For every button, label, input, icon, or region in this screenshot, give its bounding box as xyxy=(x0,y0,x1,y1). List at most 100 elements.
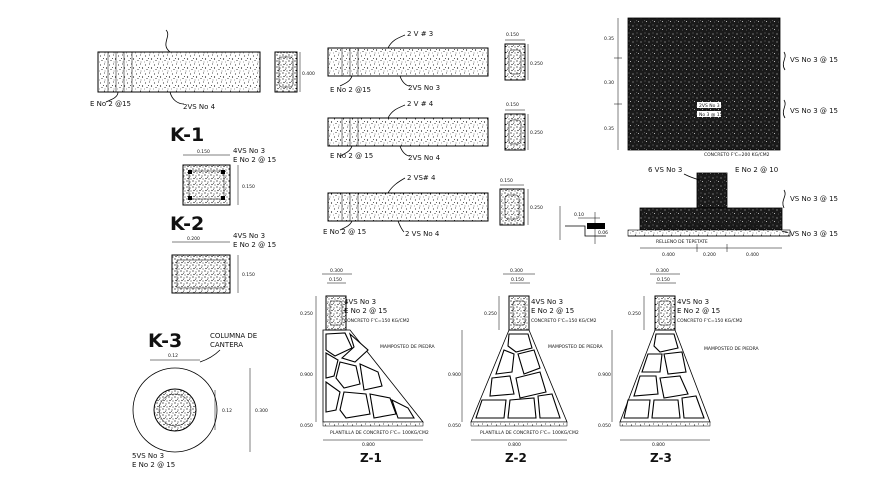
column-k2-title: K-2 xyxy=(170,213,204,235)
column-k1-stirrup: E No 2 @ 15 xyxy=(233,156,276,164)
beam-3-section-height: 0.250 xyxy=(530,130,543,136)
column-k3-note-1: COLUMNA DE xyxy=(210,332,257,340)
slab-label-1: VS No 3 @ 15 xyxy=(790,56,838,64)
column-k1-height: 0.150 xyxy=(242,184,255,190)
column-k3-inner-height: 0.12 xyxy=(222,408,232,414)
footing-dim-left: 0.400 xyxy=(662,252,675,258)
beam-4-section-width: 0.150 xyxy=(500,178,513,184)
leader-line xyxy=(199,349,221,363)
beam-2-top-label: 2 V # 3 xyxy=(407,30,433,38)
beam-4-top-label: 2 VS# 4 xyxy=(407,174,436,182)
beam-2-stirrup-label: E No 2 @15 xyxy=(330,86,371,94)
zapata-z2-height: 0.900 xyxy=(448,372,461,378)
slab-detail: 0.35 0.30 0.35 2VS No 3 No 3 @ 15 VS No … xyxy=(604,17,838,158)
step-dim-2: 0.06 xyxy=(598,230,608,236)
zapata-z2-col-height: 0.250 xyxy=(484,311,497,317)
zapata-z3-base-width: 0.800 xyxy=(652,442,665,448)
zapata-z3-wall-label: MAMPOSTEO DE PIEDRA xyxy=(704,346,760,352)
beam-4: 2 VS# 4 E No 2 @ 15 2 VS No 4 0.150 0.25… xyxy=(323,174,543,238)
zapata-z2-stirrup: E No 2 @ 15 xyxy=(531,307,574,315)
zapata-z2-concrete: CONCRETO F'C=150 KG/CM2 xyxy=(531,318,597,324)
footing-note-bottom: RELLENO DE TEPETATE xyxy=(656,239,708,245)
beam-4-section xyxy=(499,188,525,226)
zapata-z2-base-height: 0.050 xyxy=(448,423,461,429)
footing-note-top: PLANTILLA DE CONCRETO F'C=100 KG/CM2 xyxy=(660,224,759,230)
zapata-z3-top-width: 0.300 xyxy=(656,268,669,274)
beam-1-stirrup-label: E No 2 @15 xyxy=(90,100,131,108)
zapata-z2-base-width: 0.800 xyxy=(508,442,521,448)
zapata-z3-concrete: CONCRETO F'C=150 KG/CM2 xyxy=(677,318,743,324)
beam-4-section-height: 0.250 xyxy=(530,205,543,211)
column-k3-outer-circle xyxy=(132,367,218,453)
column-k2-height: 0.150 xyxy=(242,272,255,278)
slab-dim-3: 0.35 xyxy=(604,126,614,132)
column-k1-title: K-1 xyxy=(170,124,204,146)
beam-2-section-height: 0.250 xyxy=(530,61,543,67)
beam-1: E No 2 @15 2VS No 4 0.400 xyxy=(90,29,315,111)
column-k2-bars: 4VS No 3 xyxy=(233,232,265,240)
zapata-z2-wall-label: MAMPOSTEO DE PIEDRA xyxy=(548,344,604,350)
zapata-z2-base-note: PLANTILLA DE CONCRETO F'C= 100KG/CM2 xyxy=(480,430,579,436)
footing-dim-right: 0.400 xyxy=(746,252,759,258)
beam-3-top-label: 2 V # 4 xyxy=(407,100,434,108)
column-k3: K-3 COLUMNA DE CANTERA 0.12 0.12 0.300 5… xyxy=(132,330,268,469)
zapata-z1-wall-label: MAMPOSTEO DE PIEDRA xyxy=(380,344,436,350)
zapata-z3-col-height: 0.250 xyxy=(628,311,641,317)
zapata-z3-bars: 4VS No 3 xyxy=(677,298,709,306)
slab-dim-1: 0.35 xyxy=(604,36,614,42)
zapata-z1-bars: 4VS No 3 xyxy=(344,298,376,306)
footing-stirrup: E No 2 @ 10 xyxy=(735,166,778,174)
beam-1-section xyxy=(274,51,298,93)
slab-label-2: VS No 3 @ 15 xyxy=(790,107,838,115)
zapata-z1-col-height: 0.250 xyxy=(300,311,313,317)
footing-section: PLANTILLA DE CONCRETO F'C=100 KG/CM2 REL… xyxy=(627,166,838,258)
column-k1-bars: 4VS No 3 xyxy=(233,147,265,155)
zapata-z1-col-width: 0.150 xyxy=(329,277,342,283)
beam-1-section-height: 0.400 xyxy=(302,71,315,77)
beam-4-elevation xyxy=(327,192,489,222)
beam-2-section xyxy=(504,43,526,81)
step-detail: 0.10 0.06 xyxy=(559,206,608,244)
slab-concrete-note: CONCRETO F'C=200 KG/CM2 xyxy=(704,152,770,158)
beam-4-stirrup-label: E No 2 @ 15 xyxy=(323,228,366,236)
beam-3-stirrup-label: E No 2 @ 15 xyxy=(330,152,373,160)
column-k3-stirrup: E No 2 @ 15 xyxy=(132,461,175,469)
zapata-z1-base-note: PLANTILLA DE CONCRETO F'C= 100KG/CM2 xyxy=(330,430,429,436)
column-k1: K-1 4VS No 3 E No 2 @ 15 0.150 0.150 xyxy=(170,124,276,206)
slab-center-label-1: 2VS No 3 xyxy=(699,103,720,109)
beam-1-elevation xyxy=(97,51,261,93)
footing-bars-right: VS No 3 @ 15 xyxy=(790,195,838,203)
footing-dim-mid: 0.200 xyxy=(703,252,716,258)
footing-bars-left: 6 VS No 3 xyxy=(648,166,682,174)
footing-bars-bottom: VS No 3 @ 15 xyxy=(790,230,838,238)
column-k3-bars: 5VS No 3 xyxy=(132,452,164,460)
zapata-z2-top-width: 0.300 xyxy=(510,268,523,274)
zapata-z2-title: Z-2 xyxy=(505,451,527,465)
beam-4-bars-label: 2 VS No 4 xyxy=(405,230,440,238)
column-k2-section xyxy=(171,254,231,294)
beam-3-section-width: 0.150 xyxy=(506,102,519,108)
zapata-z2-col-width: 0.150 xyxy=(511,277,524,283)
zapata-z3: 0.300 0.150 0.250 4VS No 3 E No 2 @ 15 C… xyxy=(598,268,760,465)
leader-line xyxy=(165,29,171,53)
beam-3-section xyxy=(504,113,526,151)
column-k3-note-2: CANTERA xyxy=(210,341,243,349)
zapata-z3-base-height: 0.050 xyxy=(598,423,611,429)
slab-dim-2: 0.30 xyxy=(604,80,614,86)
beam-1-bars-label: 2VS No 4 xyxy=(183,103,216,111)
zapata-z3-col-width: 0.150 xyxy=(657,277,670,283)
zapata-z1-stirrup: E No 2 @ 15 xyxy=(344,307,387,315)
zapata-z3-height: 0.900 xyxy=(598,372,611,378)
column-k2-stirrup: E No 2 @ 15 xyxy=(233,241,276,249)
footing-stem xyxy=(696,172,728,209)
zapata-z2-bars: 4VS No 3 xyxy=(531,298,563,306)
zapata-z1-concrete: CONCRETO F'C=150 KG/CM2 xyxy=(344,318,410,324)
column-k3-title: K-3 xyxy=(148,330,182,352)
zapata-z3-title: Z-3 xyxy=(650,451,672,465)
slab-center-label-2: No 3 @ 15 xyxy=(699,112,723,118)
zapata-z1-base-height: 0.050 xyxy=(300,423,313,429)
column-k3-inner-core xyxy=(153,388,197,432)
slab-plan xyxy=(627,17,781,151)
column-k1-width: 0.150 xyxy=(197,149,210,155)
